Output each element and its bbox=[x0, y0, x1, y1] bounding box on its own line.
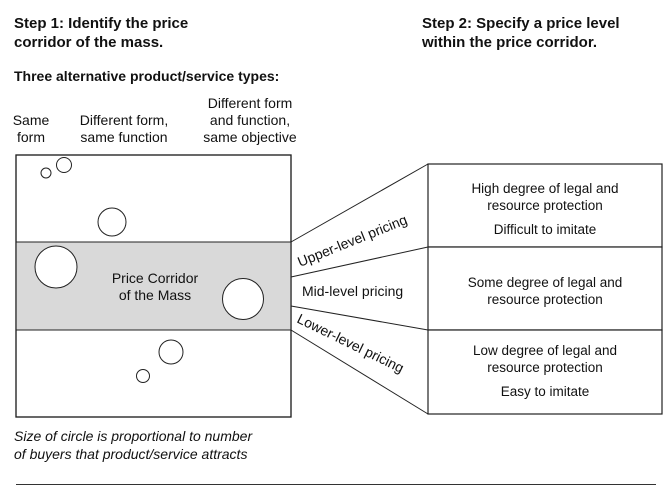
upper-pricing-label: Upper-level pricing bbox=[295, 211, 409, 270]
circle-marker bbox=[34, 245, 78, 289]
column-different-form: Different form, same function bbox=[68, 112, 180, 146]
column-same-form: Same form bbox=[6, 112, 56, 146]
step2-line1: Step 2: Specify a price level bbox=[422, 15, 620, 32]
circle-marker bbox=[40, 167, 52, 179]
corridor-label: Price Corridor of the Mass bbox=[96, 270, 214, 304]
box-low-protection bbox=[427, 329, 663, 415]
corridor-label-line1: Price Corridor bbox=[111, 270, 199, 286]
step1-line2: corridor of the mass. bbox=[14, 34, 164, 51]
circle-marker bbox=[136, 369, 150, 383]
box-high-protection bbox=[427, 163, 663, 248]
box-low-line2: resource protection bbox=[487, 360, 603, 375]
box-low-line3: Easy to imitate bbox=[500, 384, 590, 399]
note-line1: Size of circle is proportional to number bbox=[14, 428, 253, 444]
column-same-form-line2: form bbox=[17, 129, 45, 145]
box-some-text: Some degree of legal and resource protec… bbox=[428, 274, 662, 308]
box-some-line2: resource protection bbox=[487, 292, 603, 307]
box-low-line1: Low degree of legal and bbox=[472, 343, 618, 358]
circle-marker bbox=[56, 157, 72, 173]
column-different-form-line1: Different form, bbox=[79, 112, 169, 128]
box-high-text: High degree of legal and resource protec… bbox=[428, 180, 662, 238]
connector-upper-top bbox=[290, 163, 429, 243]
box-high-line3: Difficult to imitate bbox=[493, 222, 597, 237]
mid-pricing-label: Mid-level pricing bbox=[302, 283, 403, 299]
connector-mid-lower bbox=[290, 305, 429, 331]
types-heading: Three alternative product/service types: bbox=[14, 68, 280, 84]
connector-upper-mid bbox=[290, 246, 429, 278]
circle-marker bbox=[222, 278, 264, 320]
connector-lower-bottom bbox=[290, 329, 429, 415]
column-different-function: Different form and function, same object… bbox=[190, 95, 310, 146]
market-square-outline bbox=[15, 154, 292, 418]
box-high-line2: resource protection bbox=[487, 198, 603, 213]
column-different-function-line2: and function, bbox=[209, 112, 291, 128]
note-line2: of buyers that product/service attracts bbox=[14, 446, 248, 462]
box-high-line1: High degree of legal and bbox=[471, 181, 619, 196]
step1-heading: Step 1: Identify the price corridor of t… bbox=[14, 14, 188, 52]
step2-heading: Step 2: Specify a price level within the… bbox=[422, 14, 620, 52]
step2-line2: within the price corridor. bbox=[422, 34, 598, 51]
circle-size-note: Size of circle is proportional to number… bbox=[14, 427, 252, 463]
box-some-protection bbox=[427, 246, 663, 331]
step1-line1: Step 1: Identify the price bbox=[14, 15, 189, 32]
box-some-line1: Some degree of legal and bbox=[467, 275, 623, 290]
column-different-function-line1: Different form bbox=[207, 95, 293, 111]
column-different-form-line2: same function bbox=[80, 129, 168, 145]
circle-marker bbox=[158, 339, 184, 365]
box-low-text: Low degree of legal and resource protect… bbox=[428, 342, 662, 400]
circle-marker bbox=[97, 207, 127, 237]
column-same-form-line1: Same bbox=[12, 112, 50, 128]
corridor-label-line2: of the Mass bbox=[118, 287, 192, 303]
bottom-divider bbox=[16, 484, 656, 485]
column-different-function-line3: same objective bbox=[203, 129, 297, 145]
